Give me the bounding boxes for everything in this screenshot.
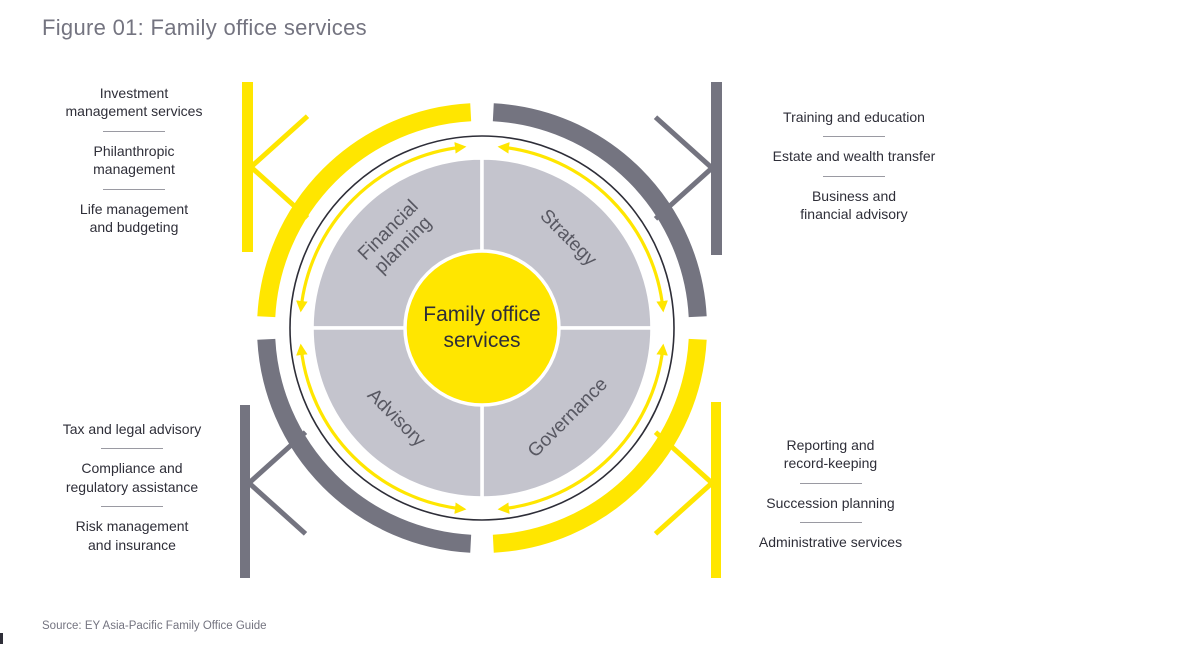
service-item: Administrative services: [758, 534, 903, 551]
fork-top-left: [247, 114, 310, 220]
service-item: Investment management services: [65, 85, 203, 120]
divider: [103, 130, 165, 132]
fork-bottom-left: [245, 430, 308, 536]
service-group-bottom-right: Reporting and record-keeping Succession …: [733, 436, 928, 552]
divider: [799, 482, 862, 484]
connector-lines: [245, 114, 716, 536]
source-note: Source: EY Asia-Pacific Family Office Gu…: [42, 620, 267, 632]
divider: [799, 522, 862, 524]
arrow-arc-top-left: [296, 142, 467, 313]
service-item: Reporting and record-keeping: [783, 437, 878, 472]
divider: [101, 448, 163, 450]
divider: [823, 136, 885, 138]
service-group-top-left: Investment management services Philanthr…: [50, 84, 218, 237]
service-item: Life management and budgeting: [79, 200, 189, 236]
bar-top-right: [711, 82, 722, 255]
divider: [823, 175, 885, 177]
figure-title: Figure 01: Family office services: [42, 15, 367, 40]
center-label: Family office services: [423, 302, 541, 352]
center-circle: [403, 249, 561, 407]
service-item: Philanthropic management: [93, 142, 175, 178]
bar-bottom-right: [711, 402, 721, 578]
inner-ring: [289, 135, 675, 521]
fork-bottom-right: [653, 430, 716, 536]
divider: [103, 188, 165, 190]
fork-top-right: [653, 115, 716, 221]
service-group-bottom-left: Tax and legal advisory Compliance and re…: [40, 420, 224, 554]
service-group-top-right: Training and education Estate and wealth…: [752, 108, 956, 224]
page-edge-mark: [0, 633, 3, 644]
arrow-arc-bottom-right: [497, 343, 668, 514]
service-item: Tax and legal advisory: [62, 421, 202, 437]
service-item: Business and financial advisory: [800, 187, 908, 223]
arrow-ring: [296, 142, 668, 514]
divider: [101, 506, 163, 508]
service-item: Risk management and insurance: [75, 518, 189, 553]
service-item: Estate and wealth transfer: [772, 148, 936, 165]
service-item: Compliance and regulatory assistance: [65, 460, 199, 495]
service-item: Succession planning: [766, 494, 895, 511]
service-item: Training and education: [783, 109, 925, 125]
arrow-arc-top-right: [497, 142, 668, 313]
arrow-arc-bottom-left: [296, 343, 467, 514]
bar-bottom-left: [240, 405, 250, 578]
